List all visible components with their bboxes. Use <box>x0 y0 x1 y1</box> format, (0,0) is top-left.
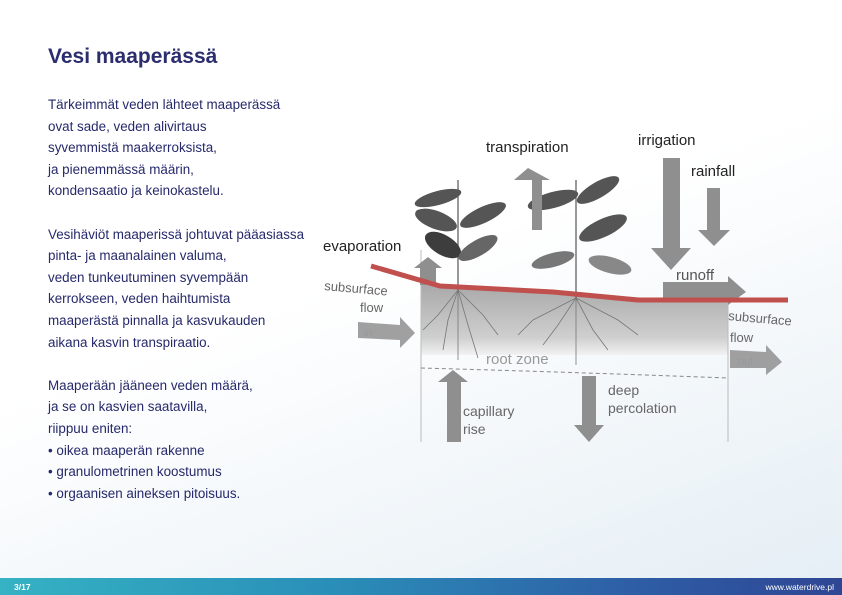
footer-bar: 3/17 www.waterdrive.pl <box>0 578 842 595</box>
label-capillary: capillary <box>463 403 514 419</box>
label-out: out <box>738 356 753 368</box>
label-rise: rise <box>463 421 486 437</box>
plants-icon <box>414 176 632 298</box>
label-irrigation: irrigation <box>638 132 696 149</box>
text-line: Maaperään jääneen veden määrä, <box>48 377 253 393</box>
text-line: kerrokseen, veden haihtumista <box>48 291 231 307</box>
label-subsurface-out: subsurface <box>728 308 793 328</box>
text-line: ja se on kasvien saatavilla, <box>48 399 208 415</box>
paragraph-availability: Maaperään jääneen veden määrä, ja se on … <box>48 375 304 505</box>
text-line: pinta- ja maanalainen valuma, <box>48 248 227 264</box>
text-line: veden tunkeutuminen syvempään <box>48 269 249 285</box>
body-text: Tärkeimmät veden lähteet maaperässä ovat… <box>48 94 304 526</box>
deep-percolation-arrow <box>574 376 604 442</box>
text-line: Vesihäviöt maaperissä johtuvat pääasiass… <box>48 226 305 242</box>
paragraph-sources: Tärkeimmät veden lähteet maaperässä ovat… <box>48 94 304 202</box>
text-line: aikana kasvin transpiraatio. <box>48 334 211 350</box>
subsurface-in-arrow <box>358 317 415 348</box>
rainfall-arrow <box>698 188 730 246</box>
label-flow-in: flow <box>360 300 384 315</box>
text-line: ja pienemmässä määrin, <box>48 161 194 177</box>
label-flow-out: flow <box>730 330 754 345</box>
label-runoff: runoff <box>676 267 715 284</box>
label-transpiration: transpiration <box>486 139 569 156</box>
text-line: kondensaatio ja keinokastelu. <box>48 183 224 199</box>
soil-water-diagram: transpiration irrigation rainfall evapor… <box>323 132 793 442</box>
roots <box>422 289 639 365</box>
text-line: Tärkeimmät veden lähteet maaperässä <box>48 97 281 112</box>
capillary-rise-arrow <box>438 370 468 442</box>
text-line: riippuu eniten: <box>48 420 133 436</box>
root-zone-boundary <box>420 367 729 379</box>
label-subsurface-in: subsurface <box>324 278 389 298</box>
bullet-item: • oikea maaperän rakenne <box>48 442 205 458</box>
bullet-item: • orgaanisen aineksen pitoisuus. <box>48 485 241 501</box>
label-in: in <box>364 327 373 339</box>
paragraph-losses: Vesihäviöt maaperissä johtuvat pääasiass… <box>48 224 304 354</box>
irrigation-arrow <box>651 158 691 270</box>
transpiration-arrow <box>514 168 550 230</box>
label-percolation: percolation <box>608 400 677 416</box>
subsurface-out-arrow <box>730 345 782 375</box>
page-number: 3/17 <box>14 582 31 592</box>
label-evaporation: evaporation <box>323 238 401 255</box>
page-title: Vesi maaperässä <box>48 45 218 68</box>
website-link[interactable]: www.waterdrive.pl <box>765 582 835 592</box>
text-line: syvemmistä maakerroksista, <box>48 140 217 156</box>
text-line: ovat sade, veden alivirtaus <box>48 118 207 134</box>
bullet-item: • granulometrinen koostumus <box>48 464 222 480</box>
text-line: maaperästä pinnalla ja kasvukauden <box>48 312 266 328</box>
label-rainfall: rainfall <box>691 163 735 180</box>
surface-line <box>370 263 788 303</box>
label-deep: deep <box>608 382 639 398</box>
label-root-zone: root zone <box>486 351 549 368</box>
